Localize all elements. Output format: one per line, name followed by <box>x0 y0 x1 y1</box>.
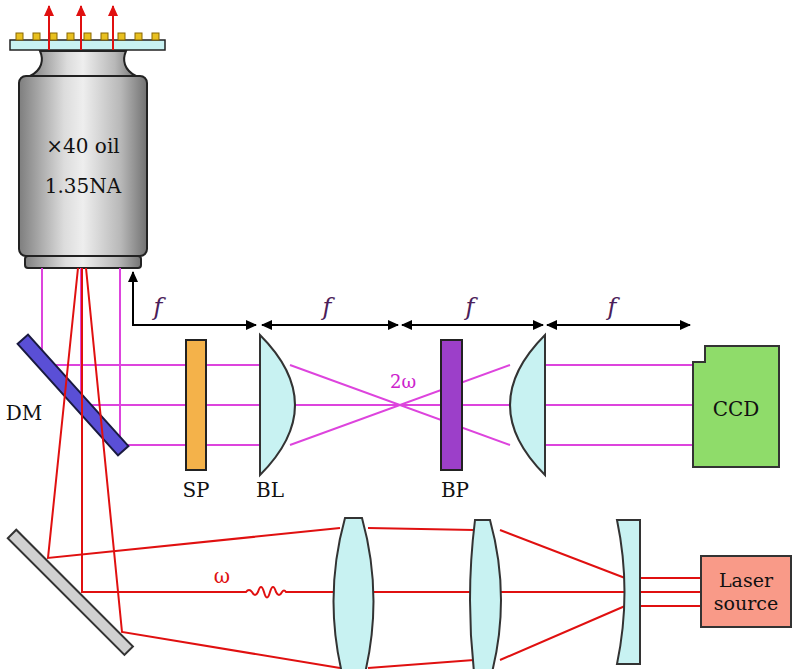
output-arrow <box>80 6 82 52</box>
part-label: SP <box>182 479 209 501</box>
cover-slip <box>10 40 165 50</box>
specimen-dot <box>118 33 125 40</box>
objective-neck <box>30 51 136 76</box>
sh-beam <box>290 365 510 445</box>
sh-beam <box>119 268 121 445</box>
specimen-dot <box>152 33 159 40</box>
excitation-beam <box>48 268 340 558</box>
specimen-dot <box>33 33 40 40</box>
objective-lens: ×40 oil 1.35NA <box>18 75 148 257</box>
sh-beam <box>543 364 692 366</box>
shortpass-filter <box>186 340 206 470</box>
excitation-beam <box>368 660 474 668</box>
specimen-dot <box>50 33 57 40</box>
specimen-dot <box>67 33 74 40</box>
focal-length: f <box>466 294 475 320</box>
expander-lens <box>334 518 374 669</box>
excitation-beam <box>500 606 625 660</box>
ccd-body <box>693 346 779 467</box>
excitation-beam <box>368 591 474 593</box>
sh-beam <box>81 404 262 406</box>
node-text: CCD <box>713 397 760 421</box>
expander-lens <box>470 520 501 669</box>
bertrand-lens <box>260 335 295 475</box>
part-label: BP <box>441 479 469 501</box>
focal-arrow <box>402 324 543 326</box>
focal-arrow <box>262 324 398 326</box>
sh-beam <box>290 365 510 445</box>
excitation-beam <box>632 605 700 607</box>
excitation-beam <box>500 530 625 578</box>
excitation-beam <box>82 268 340 592</box>
excitation-beam <box>86 268 340 668</box>
bandpass-filter <box>441 340 462 470</box>
excitation-beam <box>368 528 474 530</box>
sh-beam <box>42 364 262 366</box>
dichroic-mirror <box>18 335 129 456</box>
fold-mirror <box>8 530 133 655</box>
sh-beam <box>543 404 692 406</box>
laser-source: Laser source <box>700 555 792 628</box>
specimen-dot <box>84 33 91 40</box>
excitation-beam <box>500 591 625 593</box>
part-label: DM <box>6 402 43 424</box>
tube-lens <box>510 335 545 475</box>
focal-arrow <box>547 324 690 326</box>
beam-label: ω <box>214 565 230 587</box>
specimen-dot <box>135 33 142 40</box>
part-label: BL <box>256 479 284 501</box>
focal-length: f <box>608 294 617 320</box>
ccd-camera: CCD <box>692 345 780 472</box>
output-arrow <box>112 6 114 52</box>
node-text: ×40 oil 1.35NA <box>28 126 138 206</box>
diverging-lens <box>617 520 640 664</box>
beam-label: 2ω <box>390 372 416 392</box>
objective-base <box>25 256 141 268</box>
output-arrow <box>48 6 50 52</box>
focal-length: f <box>323 294 332 320</box>
node-text: Laser source <box>708 569 784 615</box>
specimen-dot <box>101 33 108 40</box>
focal-bracket <box>133 272 256 325</box>
sh-beam <box>543 444 692 446</box>
excitation-beam <box>632 591 700 593</box>
laser-pulse <box>236 587 292 598</box>
focal-length: f <box>154 294 163 320</box>
specimen-dot <box>16 33 23 40</box>
excitation-beam <box>632 577 700 579</box>
